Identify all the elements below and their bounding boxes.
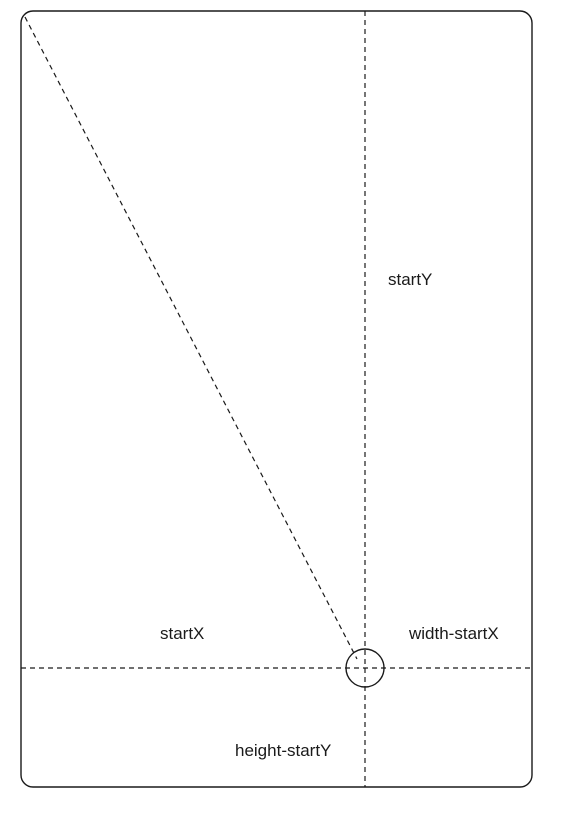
- label-start-y: startY: [388, 270, 432, 289]
- label-width-minus-start-x: width-startX: [408, 624, 499, 643]
- diagonal-distance-line: [24, 16, 358, 660]
- label-start-x: startX: [160, 624, 204, 643]
- screen-frame: [20, 10, 533, 788]
- label-height-minus-start-y: height-startY: [235, 741, 331, 760]
- touch-point-circle: [345, 648, 385, 688]
